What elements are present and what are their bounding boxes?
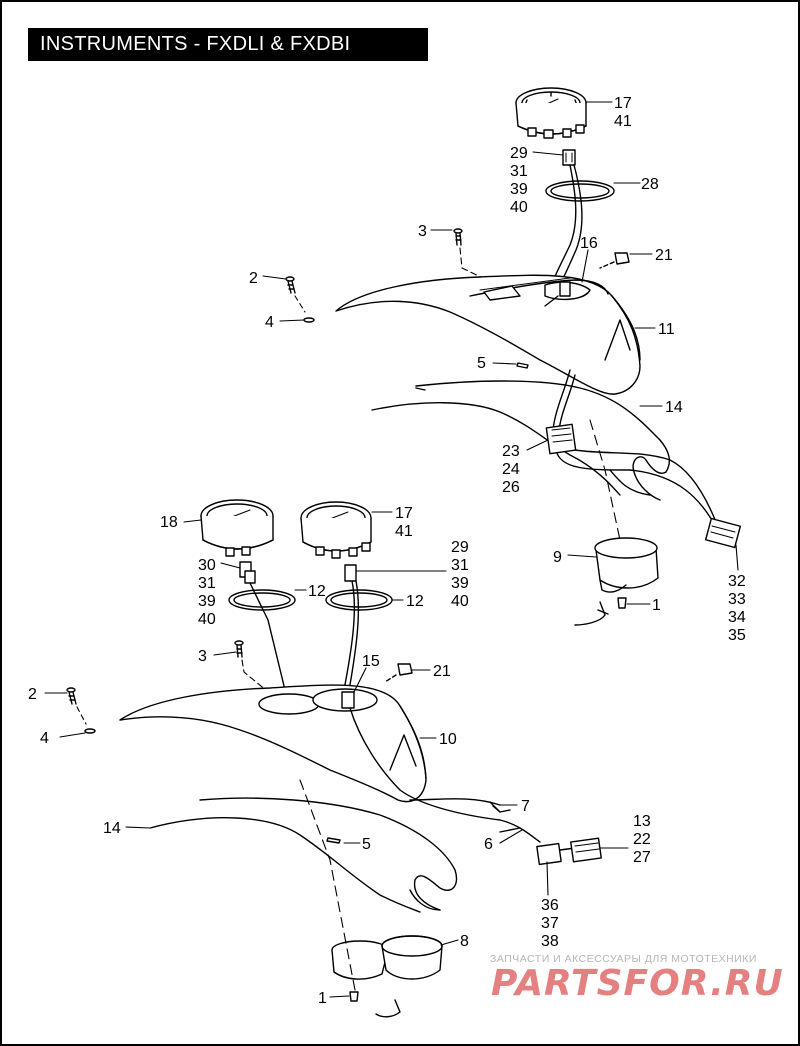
callout-17-lower: 17 — [395, 505, 413, 522]
washer-4-lower — [84, 728, 96, 734]
callout-14-lower: 14 — [103, 820, 121, 837]
callout-21-lower: 21 — [433, 663, 451, 680]
cable-tie-7 — [492, 805, 501, 813]
screw-1-lower — [349, 991, 359, 1002]
screw-2-upper — [285, 276, 296, 294]
callout-3-lower: 3 — [198, 648, 207, 665]
callout-34: 34 — [728, 609, 746, 626]
callout-13: 13 — [633, 813, 651, 830]
screw-3-lower — [234, 640, 244, 658]
callout-41-lower: 41 — [395, 523, 413, 540]
wire-harness-23-upper — [545, 369, 742, 549]
callout-9: 9 — [553, 549, 562, 566]
wire-harness-lower — [349, 707, 602, 866]
gauge-connector-29-lower — [344, 564, 357, 582]
callout-16: 16 — [580, 235, 598, 252]
bracket-9 — [594, 537, 659, 593]
callout-28: 28 — [641, 176, 659, 193]
callout-5-lower: 5 — [362, 836, 371, 853]
bracket-rod-14-upper — [371, 380, 671, 501]
speedometer-gauge-lower — [300, 501, 372, 559]
callout-12-right: 12 — [406, 593, 424, 610]
callout-2-upper: 2 — [249, 270, 258, 287]
callout-12-left: 12 — [308, 583, 326, 600]
callout-3-upper: 3 — [418, 223, 427, 240]
watermark-brand: PARTSFOR.RU — [491, 963, 784, 1004]
callout-4-lower: 4 — [40, 730, 49, 747]
dowel-5-upper — [516, 362, 529, 369]
callout-31-lower-b: 31 — [451, 557, 469, 574]
callout-labels-lower: 18 17 41 30 31 39 40 29 31 39 40 12 12 3… — [28, 505, 651, 1007]
callout-10: 10 — [439, 731, 457, 748]
callout-1-upper: 1 — [652, 597, 661, 614]
callout-17-upper: 17 — [614, 95, 632, 112]
callout-15: 15 — [362, 653, 380, 670]
screw-2-lower — [66, 687, 77, 705]
speedometer-gauge-upper — [515, 87, 587, 139]
callout-35: 35 — [728, 627, 746, 644]
cable-tie-6 — [499, 827, 521, 833]
watermark-tagline: ЗАПЧАСТИ И АКСЕССУАРЫ ДЛЯ МОТОТЕХНИКИ — [490, 953, 757, 965]
callout-41-upper: 41 — [614, 113, 632, 130]
bracket-rod-14-lower — [149, 797, 458, 913]
callout-5-upper: 5 — [477, 355, 486, 372]
callout-29-upper: 29 — [510, 145, 528, 162]
callout-1-lower: 1 — [318, 990, 327, 1007]
callout-18: 18 — [160, 514, 178, 531]
callout-39-lower-a: 39 — [198, 593, 216, 610]
callout-22: 22 — [633, 831, 651, 848]
console-10 — [119, 684, 427, 803]
screw-1-upper — [617, 597, 627, 609]
callout-39-lower-b: 39 — [451, 575, 469, 592]
callout-labels-upper: 17 41 29 31 39 40 28 3 16 21 2 4 11 5 14… — [249, 95, 746, 644]
connector-16 — [544, 281, 571, 307]
callout-38: 38 — [541, 933, 559, 950]
callout-40-upper: 40 — [510, 199, 528, 216]
callout-4-upper: 4 — [265, 314, 274, 331]
connector-15 — [341, 691, 355, 709]
callout-8: 8 — [460, 933, 469, 950]
washer-4-upper — [303, 317, 315, 323]
watermark: ЗАПЧАСТИ И АКСЕССУАРЫ ДЛЯ МОТОТЕХНИКИ PA… — [490, 953, 784, 1004]
callout-6: 6 — [484, 836, 493, 853]
callout-2-lower: 2 — [28, 686, 37, 703]
callout-36: 36 — [541, 897, 559, 914]
callout-40-lower-b: 40 — [451, 593, 469, 610]
callout-31-upper: 31 — [510, 163, 528, 180]
callout-40-lower-a: 40 — [198, 611, 216, 628]
callout-26: 26 — [502, 479, 520, 496]
diagram-title: INSTRUMENTS - FXDLI & FXDBI — [28, 28, 428, 61]
console-11 — [335, 274, 641, 395]
tachometer-gauge-18 — [200, 499, 274, 557]
callout-37: 37 — [541, 915, 559, 932]
fastener-21-upper — [599, 252, 630, 269]
callout-33: 33 — [728, 591, 746, 608]
callout-14-upper: 14 — [665, 399, 683, 416]
gauge-connector-upper — [562, 149, 576, 166]
callout-39-upper: 39 — [510, 181, 528, 198]
callout-11: 11 — [658, 321, 675, 338]
gauge-wire-upper — [549, 164, 577, 289]
fastener-21-lower — [384, 663, 413, 683]
callout-29-lower: 29 — [451, 539, 469, 556]
callout-23: 23 — [502, 443, 520, 460]
callout-7: 7 — [521, 798, 530, 815]
callout-24: 24 — [502, 461, 520, 478]
callout-30: 30 — [198, 557, 216, 574]
bracket-8 — [331, 935, 443, 980]
dowel-5-lower — [326, 837, 341, 844]
callout-27: 27 — [633, 849, 651, 866]
screw-3-upper — [453, 228, 463, 246]
callout-21-upper: 21 — [655, 247, 673, 264]
callout-31-lower-a: 31 — [198, 575, 216, 592]
callout-32: 32 — [728, 573, 746, 590]
